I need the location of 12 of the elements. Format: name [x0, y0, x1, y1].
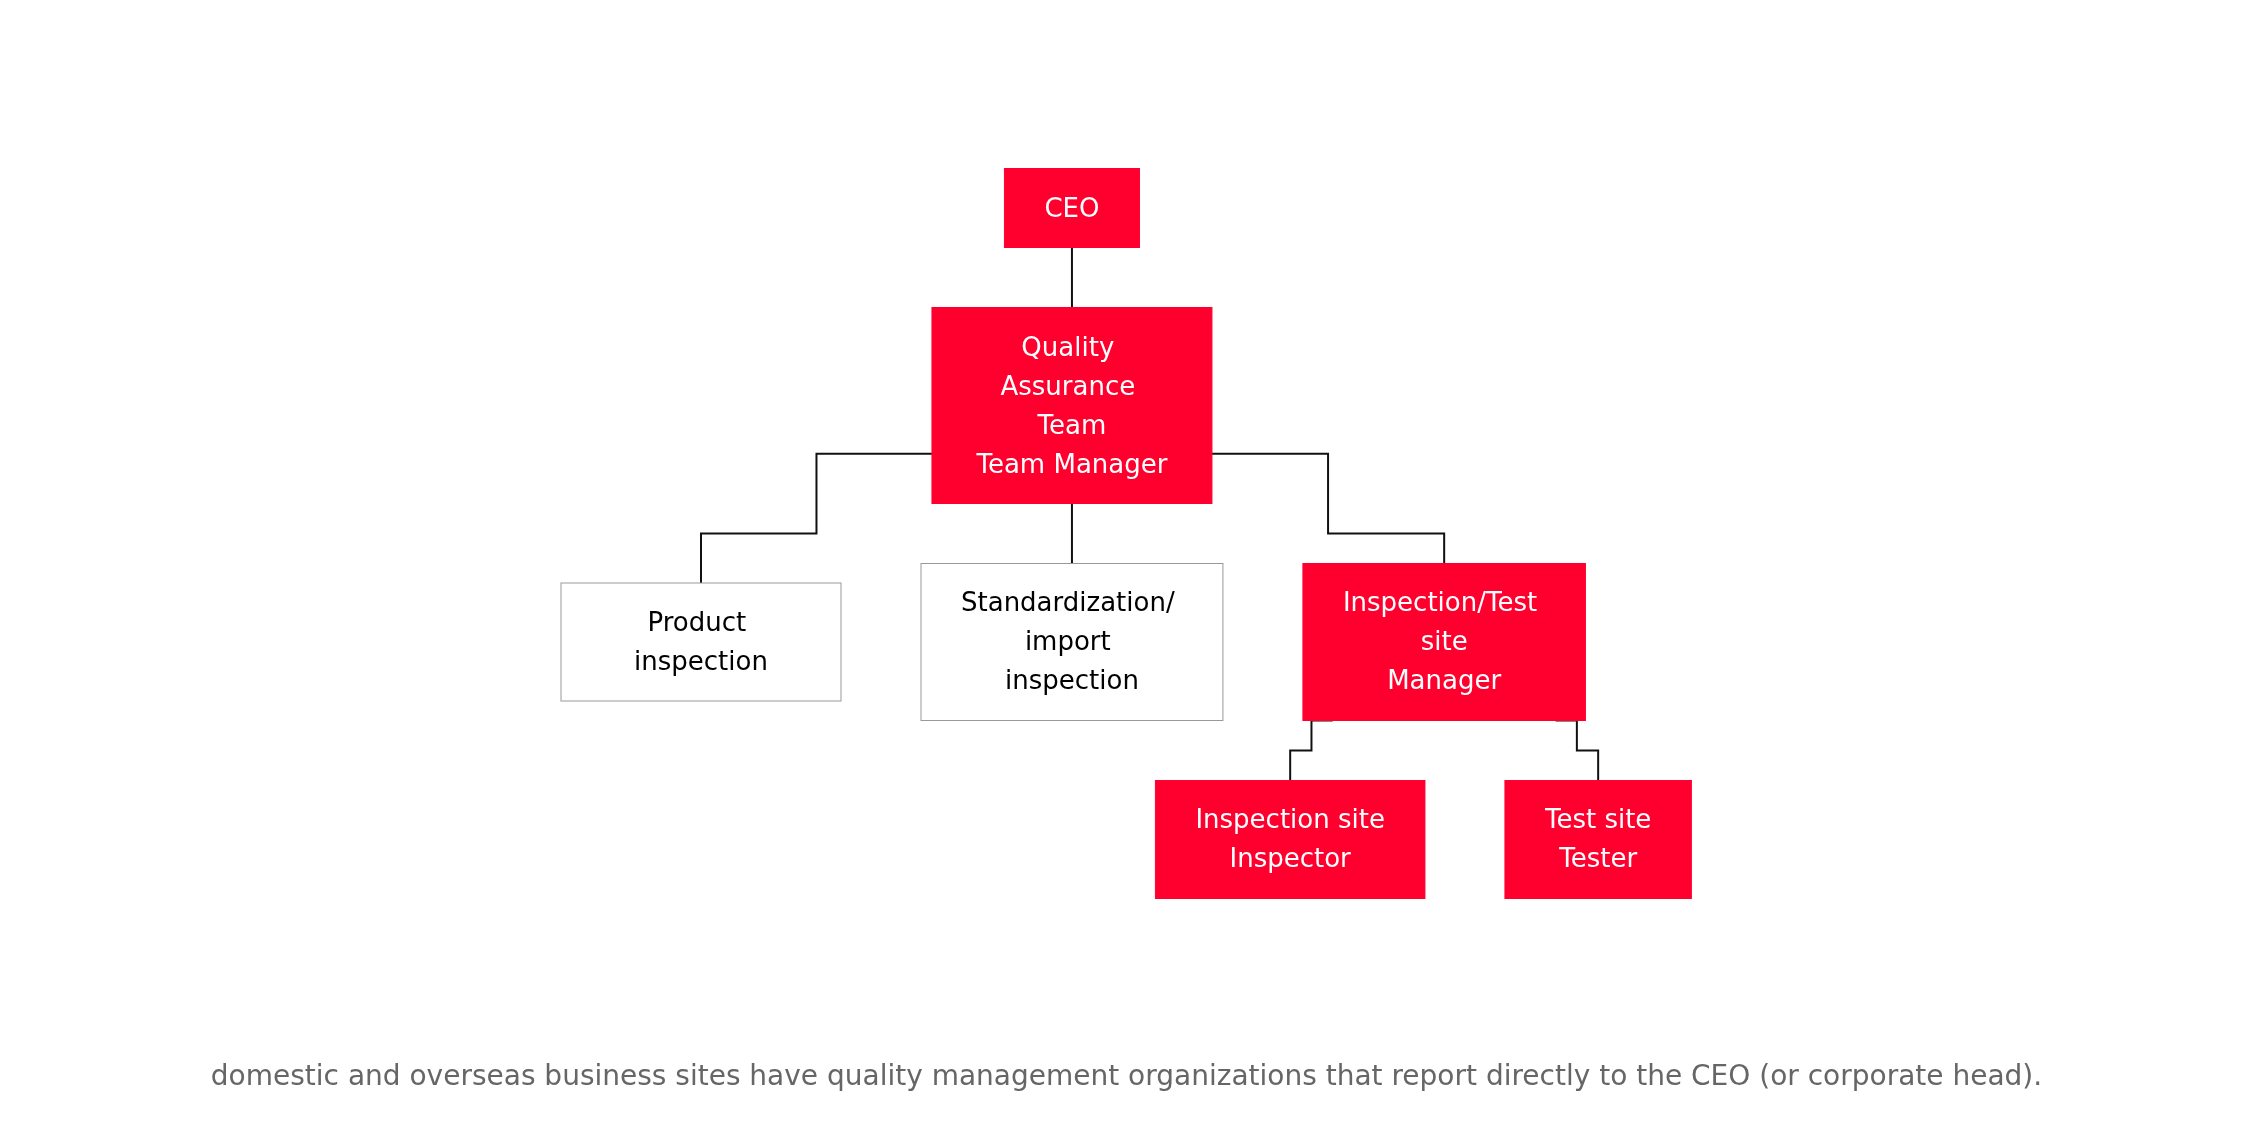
connector — [1071, 502, 1074, 565]
node-box: CEO — [1004, 168, 1141, 248]
node-box: Standardization/ import inspection — [920, 563, 1224, 721]
node-box: Inspection site Inspector — [1155, 780, 1426, 899]
node-box: Quality Assurance Team Team Manager — [931, 307, 1213, 504]
node-box: Test site Tester — [1504, 780, 1693, 899]
connector — [700, 452, 934, 584]
node-box: Product inspection — [560, 582, 842, 702]
connector — [1211, 452, 1446, 565]
caption: domestic and overseas business sites have quality management organizations that report directly to the CEO (or corporate head). — [210, 1059, 2043, 1092]
connector — [1071, 246, 1074, 309]
node-box: Inspection/Test site Manager — [1302, 563, 1587, 721]
